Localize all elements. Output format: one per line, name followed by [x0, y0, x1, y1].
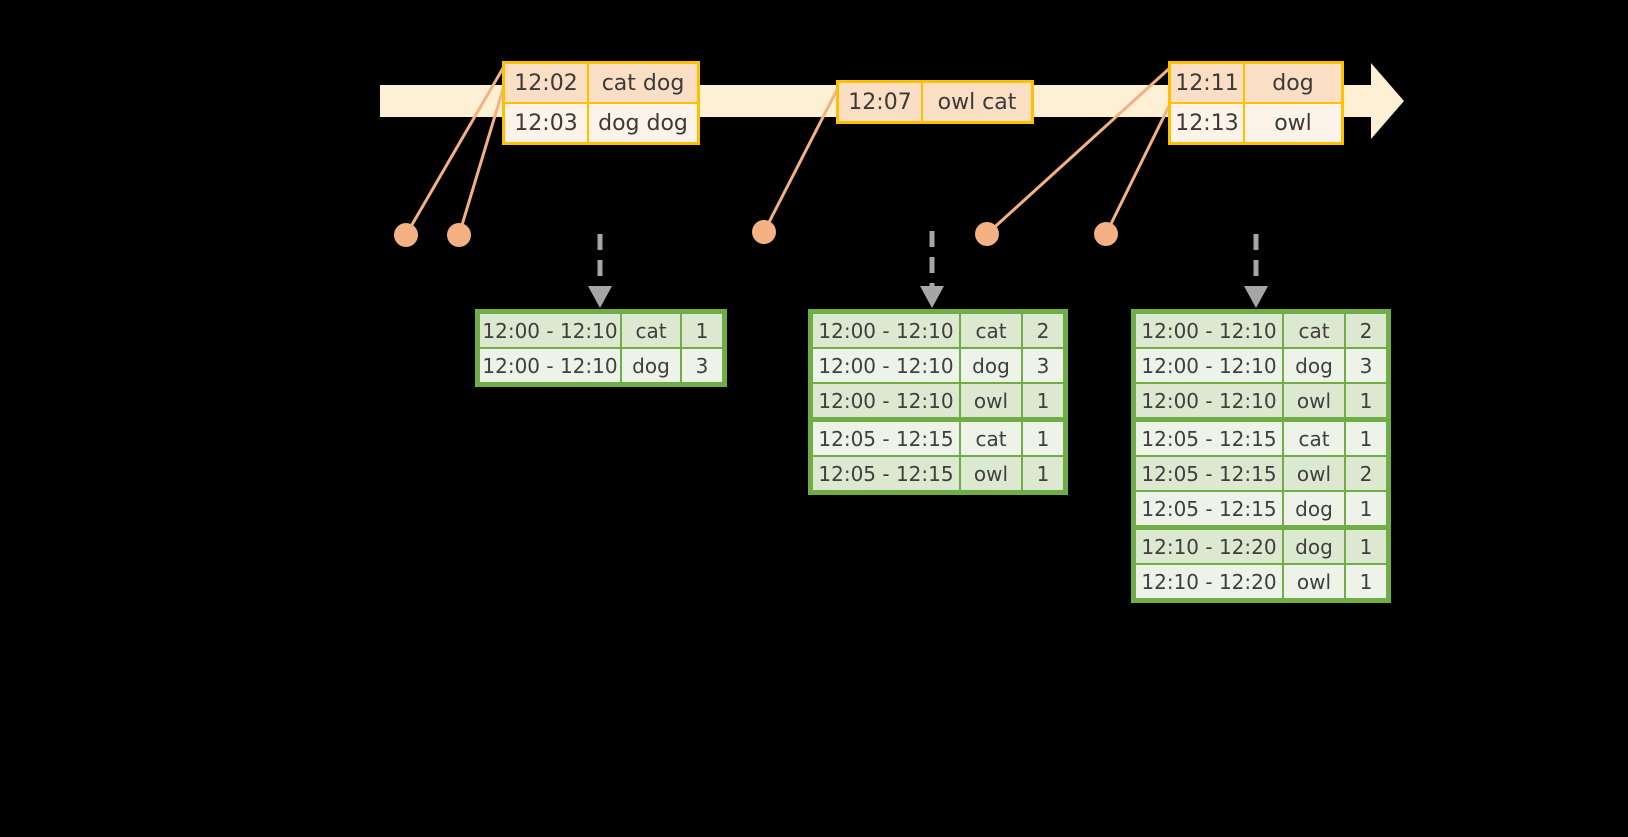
count-cell: 1: [1345, 564, 1387, 599]
event-dot-4: [975, 222, 999, 246]
count-cell: 3: [681, 348, 723, 383]
word-cell: owl: [1283, 564, 1345, 599]
count-cell: 1: [1345, 491, 1387, 526]
event-time-cell: 12:02: [505, 64, 589, 102]
event-time-cell: 12:13: [1171, 104, 1245, 142]
event-words-cell: cat dog: [589, 64, 697, 102]
window-cell: 12:00 - 12:10: [1135, 348, 1283, 383]
event-words-cell: owl cat: [923, 83, 1031, 121]
event-dot-5: [1094, 222, 1118, 246]
word-cell: cat: [960, 421, 1022, 456]
down-arrow-3: [1244, 234, 1268, 308]
connector-5: [1104, 99, 1174, 235]
window-cell: 12:00 - 12:10: [1135, 313, 1283, 348]
word-cell: owl: [960, 383, 1022, 418]
word-cell: dog: [1283, 348, 1345, 383]
word-cell: dog: [1283, 491, 1345, 526]
count-cell: 3: [1345, 348, 1387, 383]
count-cell: 1: [1345, 383, 1387, 418]
window-cell: 12:10 - 12:20: [1135, 529, 1283, 564]
event-time-cell: 12:03: [505, 104, 589, 142]
window-cell: 12:05 - 12:15: [812, 456, 960, 491]
count-cell: 2: [1345, 456, 1387, 491]
word-cell: owl: [1283, 456, 1345, 491]
count-cell: 1: [1022, 456, 1064, 491]
event-time-cell: 12:11: [1171, 64, 1245, 102]
window-cell: 12:00 - 12:10: [812, 348, 960, 383]
event-dot-1: [394, 223, 418, 247]
connector-1: [404, 62, 508, 236]
word-cell: owl: [1283, 383, 1345, 418]
event-words-cell: owl: [1245, 104, 1341, 142]
event-dot-3: [752, 220, 776, 244]
count-cell: 1: [1345, 421, 1387, 456]
word-cell: dog: [621, 348, 681, 383]
window-cell: 12:05 - 12:15: [1135, 491, 1283, 526]
down-arrow-1: [588, 234, 612, 308]
word-cell: dog: [1283, 529, 1345, 564]
word-cell: cat: [1283, 421, 1345, 456]
event-words-cell: dog: [1245, 64, 1341, 102]
window-cell: 12:00 - 12:10: [1135, 383, 1283, 418]
count-cell: 2: [1345, 313, 1387, 348]
down-arrow-2: [920, 231, 944, 308]
window-cell: 12:10 - 12:20: [1135, 564, 1283, 599]
word-cell: dog: [960, 348, 1022, 383]
window-cell: 12:00 - 12:10: [812, 383, 960, 418]
window-cell: 12:00 - 12:10: [479, 348, 621, 383]
event-dots-group: [394, 220, 1118, 247]
count-cell: 1: [1022, 383, 1064, 418]
window-cell: 12:05 - 12:15: [812, 421, 960, 456]
word-cell: cat: [960, 313, 1022, 348]
window-cell: 12:00 - 12:10: [812, 313, 960, 348]
window-cell: 12:00 - 12:10: [479, 313, 621, 348]
event-words-cell: dog dog: [589, 104, 697, 142]
window-cell: 12:05 - 12:15: [1135, 456, 1283, 491]
down-arrows-group: [588, 231, 1268, 308]
event-time-cell: 12:07: [839, 83, 923, 121]
word-cell: cat: [621, 313, 681, 348]
count-cell: 1: [1022, 421, 1064, 456]
count-cell: 1: [681, 313, 723, 348]
word-cell: cat: [1283, 313, 1345, 348]
count-cell: 2: [1022, 313, 1064, 348]
event-dot-2: [447, 223, 471, 247]
count-cell: 3: [1022, 348, 1064, 383]
count-cell: 1: [1345, 529, 1387, 564]
window-cell: 12:05 - 12:15: [1135, 421, 1283, 456]
connector-3: [762, 83, 842, 233]
word-cell: owl: [960, 456, 1022, 491]
